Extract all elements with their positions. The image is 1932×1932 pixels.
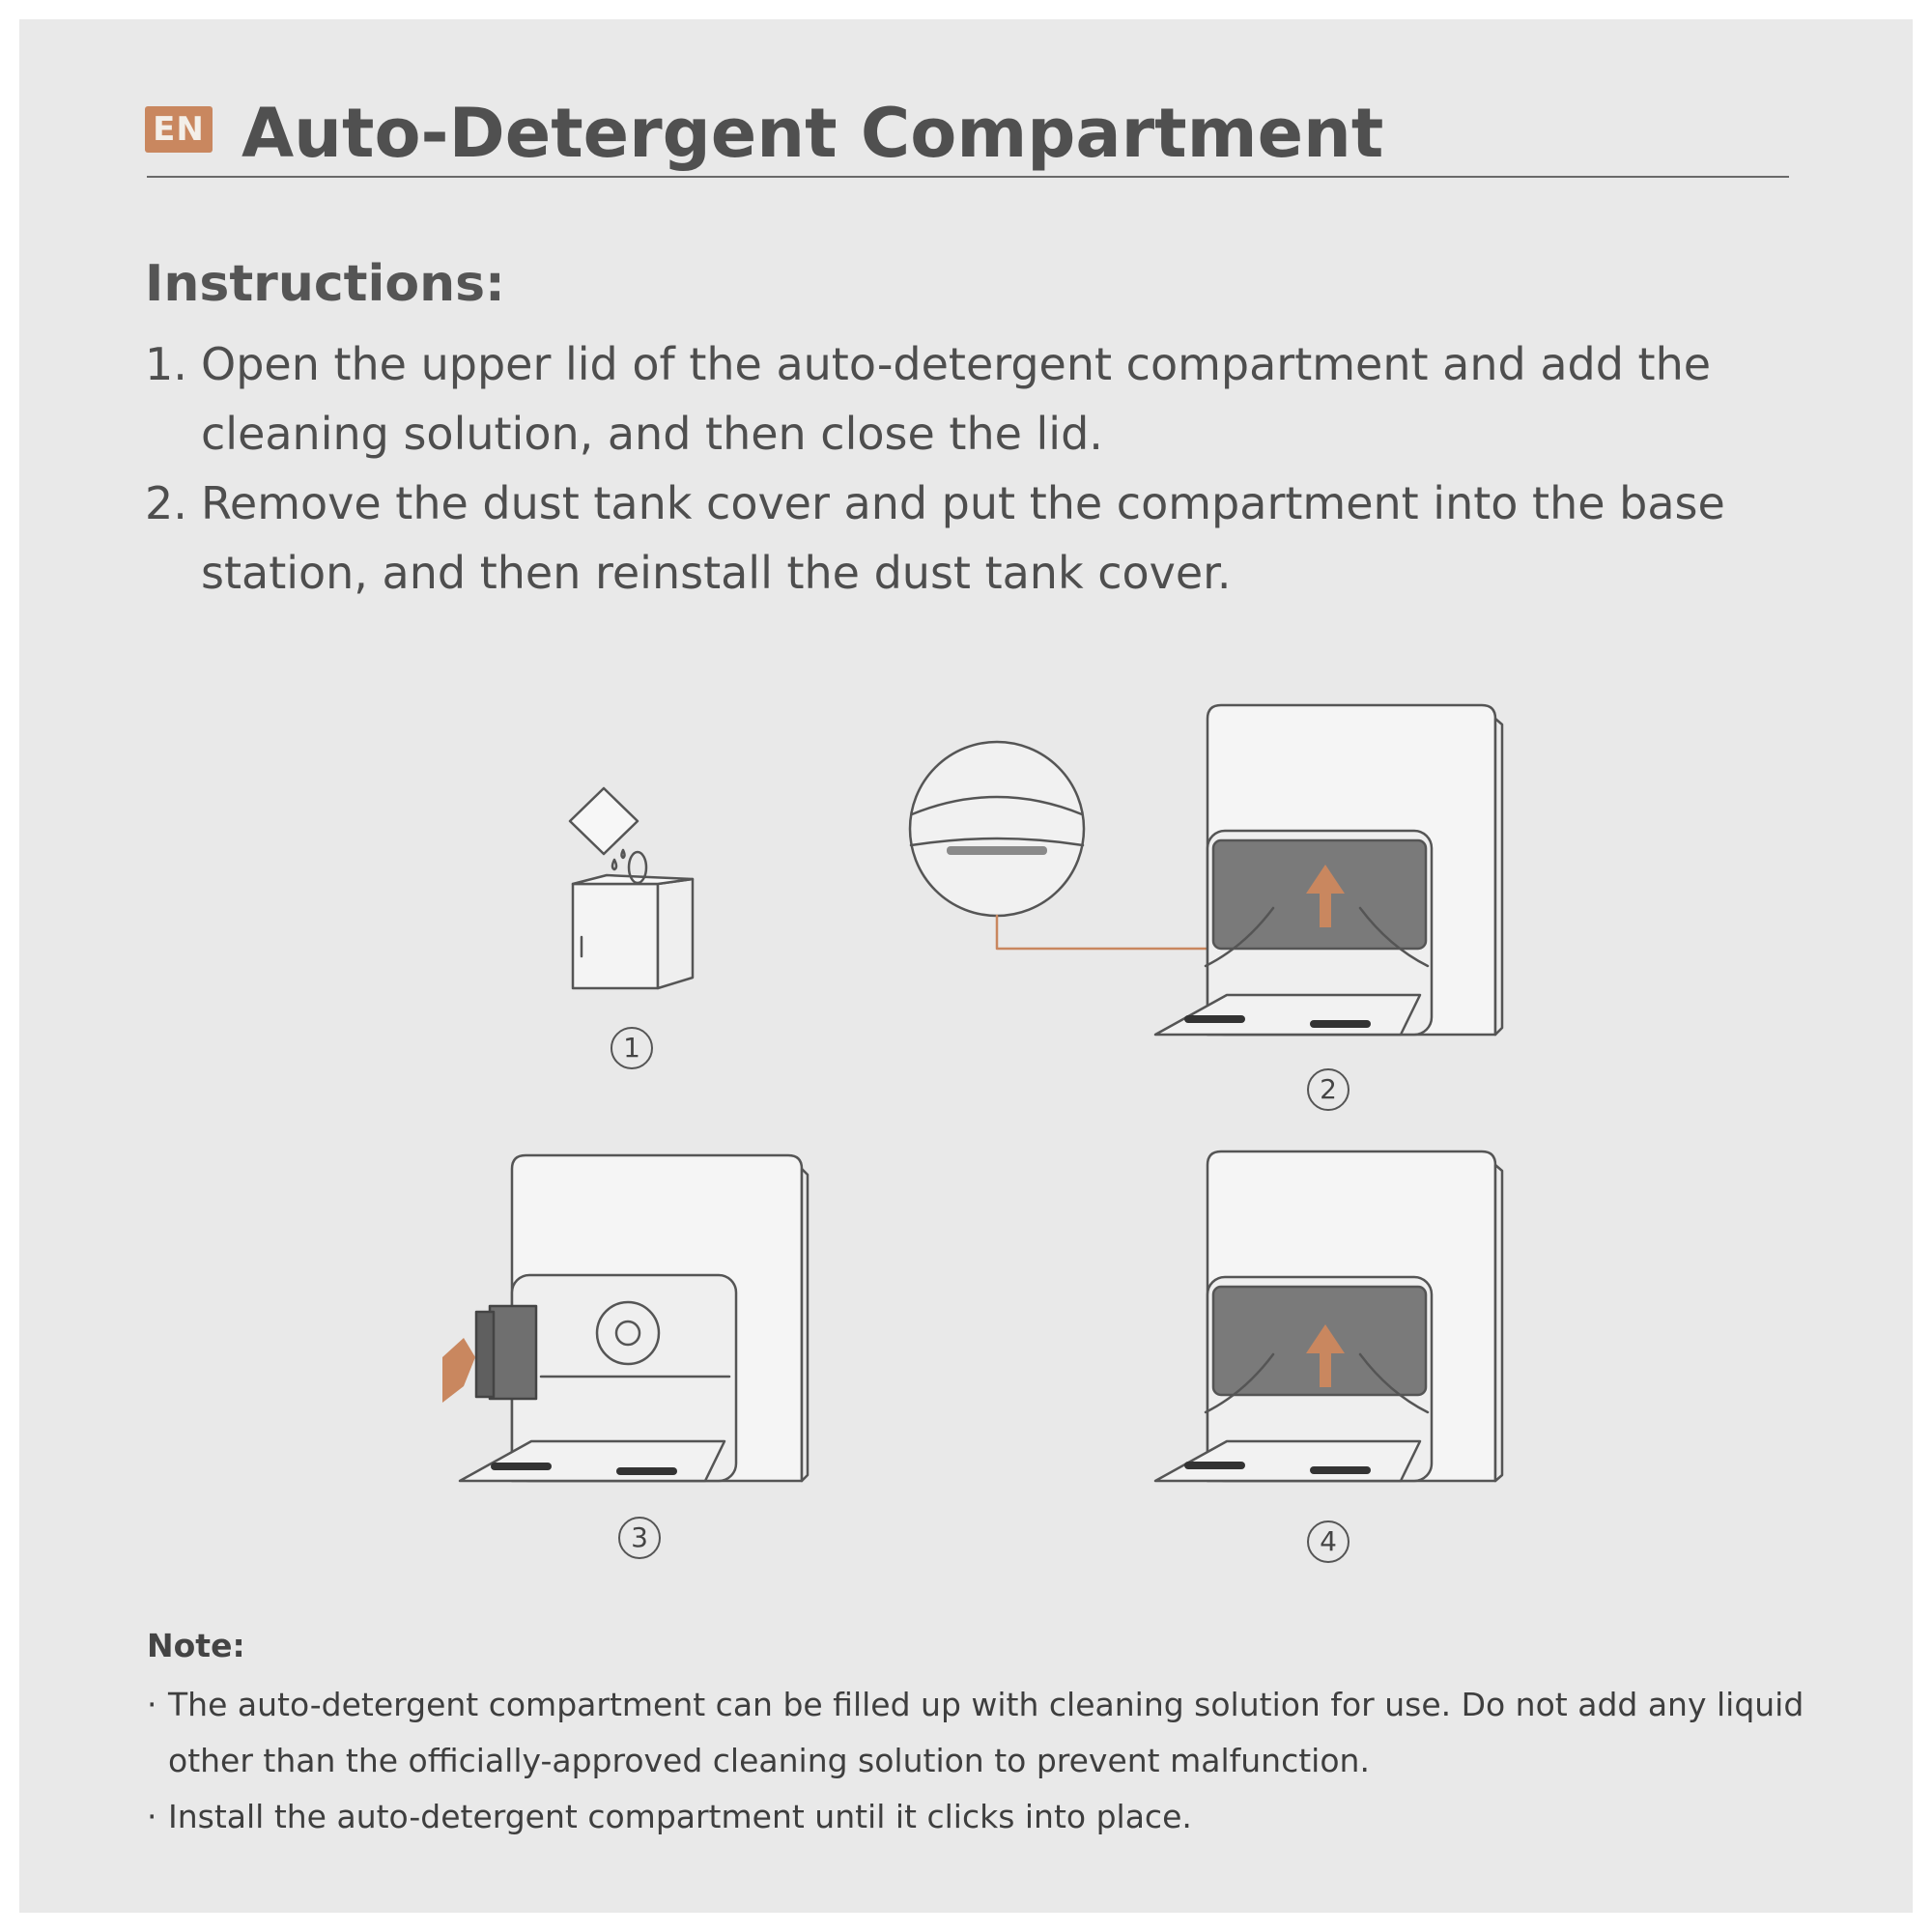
step-text: Remove the dust tank cover and put the c… [201,477,1725,599]
note-text: The auto-detergent compartment can be fi… [168,1686,1804,1779]
figure-1-detergent-compartment [568,786,695,990]
language-badge: EN [145,106,213,153]
figure-number-2: 2 [1307,1068,1350,1111]
instruction-step: 1. Open the upper lid of the auto-deterg… [145,329,1806,469]
figure-2-remove-cover [908,703,1504,1037]
figure-4-reinstall-cover [1153,1150,1504,1483]
step-number: 1. [145,338,187,390]
figure-number-1: 1 [611,1027,653,1069]
bullet-icon: · [147,1798,157,1835]
note-item: · The auto-detergent compartment can be … [147,1677,1808,1789]
manual-page [19,19,1913,1913]
note-heading: Note: [147,1627,245,1664]
header-divider [147,176,1789,178]
note-text: Install the auto-detergent compartment u… [168,1798,1192,1835]
instructions-heading: Instructions: [145,255,505,313]
bullet-icon: · [147,1686,157,1723]
page-title: Auto-Detergent Compartment [242,94,1384,173]
instruction-step: 2. Remove the dust tank cover and put th… [145,469,1806,608]
figure-number-3: 3 [618,1517,661,1559]
note-section: Note: · The auto-detergent compartment c… [147,1623,1808,1845]
section-header: EN Auto-Detergent Compartment [145,85,1787,182]
figure-3-insert-compartment [442,1153,810,1483]
note-item: · Install the auto-detergent compartment… [147,1789,1808,1845]
step-text: Open the upper lid of the auto-detergent… [201,338,1712,460]
instructions-section: Instructions: 1. Open the upper lid of t… [145,246,1806,608]
figure-number-4: 4 [1307,1520,1350,1563]
step-number: 2. [145,477,187,529]
